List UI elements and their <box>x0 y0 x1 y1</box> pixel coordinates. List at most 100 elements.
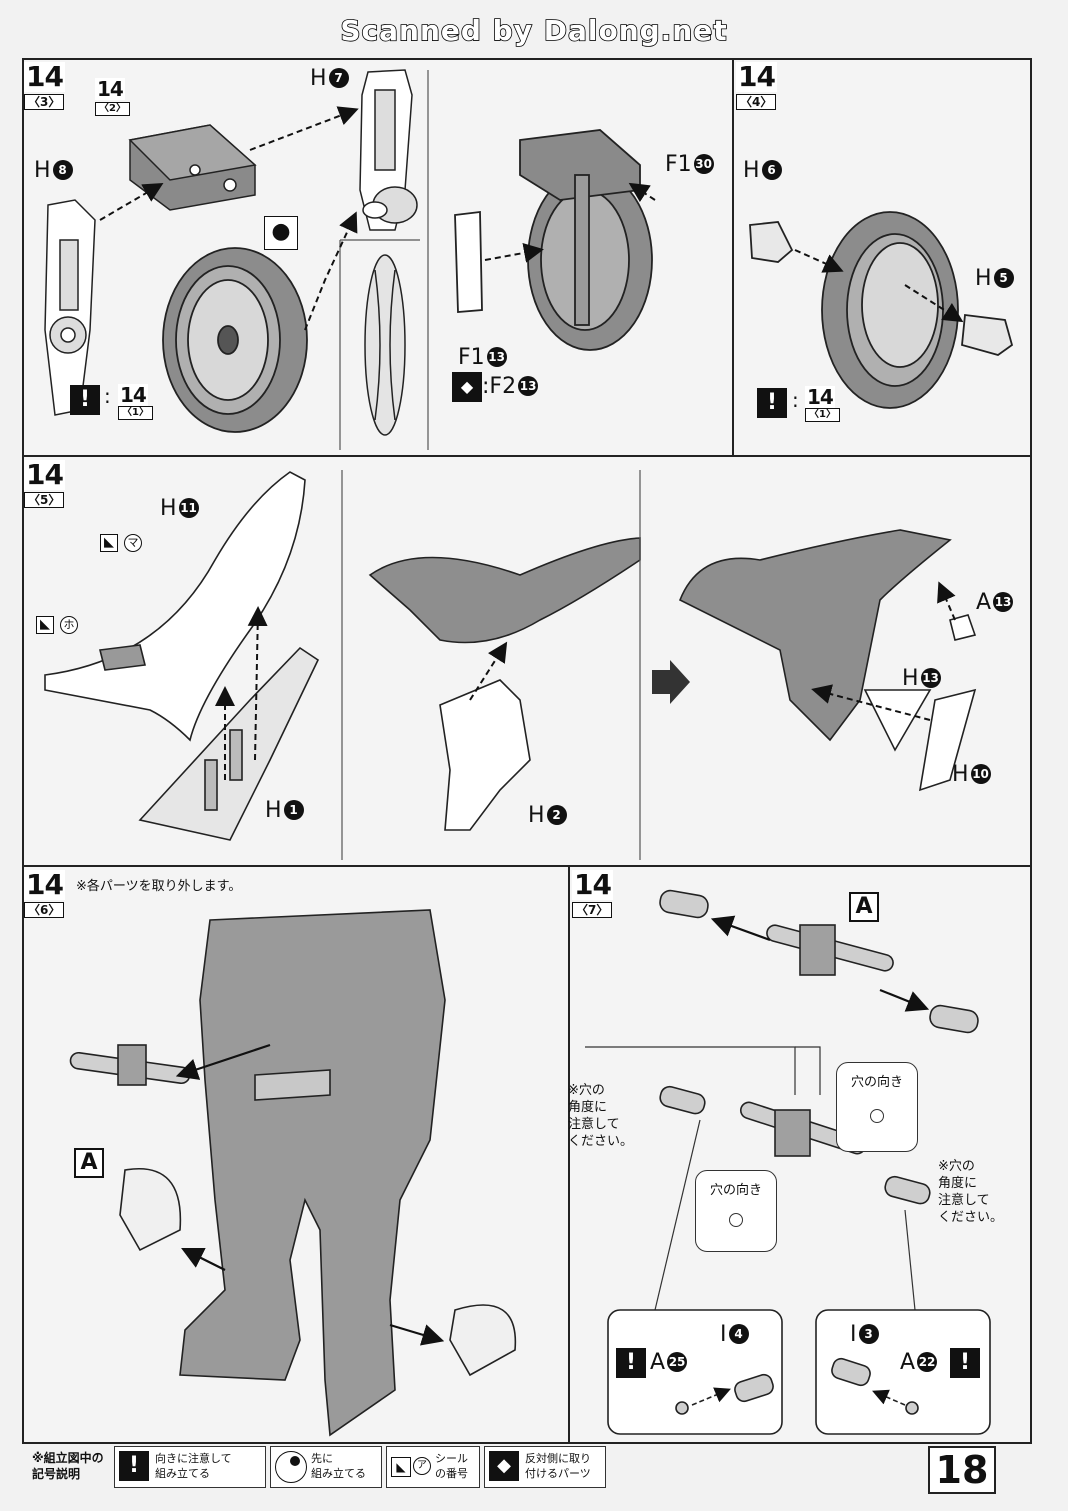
legend-item-orientation: ! 向きに注意して 組み立てる <box>114 1446 266 1488</box>
hole-direction-label: 穴の向き <box>850 1075 903 1090</box>
hole-direction-label: 穴の向き <box>709 1183 762 1198</box>
colon-mark: : <box>104 384 111 408</box>
step4-warn-ref-sub: 〈1〉 <box>805 408 840 422</box>
handlebar-step6-drawing <box>69 1044 191 1086</box>
seal-mark-ma: マ <box>124 534 142 552</box>
seal-number-mark: ア <box>413 1457 431 1475</box>
tire-side-drawing <box>364 254 406 436</box>
seat-h1-drawing <box>138 646 320 841</box>
legend-item-opposite-side: ◆ 反対側に取り 付けるパーツ <box>484 1446 606 1488</box>
step6-number: 14 <box>24 868 65 901</box>
seal-icon: ◣ <box>391 1457 411 1477</box>
step7-detail-right <box>815 1309 991 1435</box>
step6-arrows <box>175 1043 445 1346</box>
step7-arrows-top <box>710 915 930 1012</box>
wheel-step4-drawing <box>749 211 1014 409</box>
seat-right-drawing <box>678 529 977 792</box>
legend-title: ※組立図中の 記号説明 <box>32 1451 104 1481</box>
cap-step6-drawing <box>119 1168 517 1377</box>
exclamation-icon: ! <box>119 1451 149 1481</box>
hole-icon <box>870 1109 884 1123</box>
legend-item-seal: ◣ ア シール の番号 <box>386 1446 480 1488</box>
exclamation-icon: ! <box>757 388 787 418</box>
step6-note: ※各パーツを取り外します。 <box>76 879 242 894</box>
legend-item-assemble-first: 先に 組み立てる <box>270 1446 382 1488</box>
exclamation-icon: ! <box>616 1348 646 1378</box>
exclamation-icon: ! <box>70 385 100 415</box>
legend-item-text: 向きに注意して 組み立てる <box>155 1452 232 1480</box>
step4-arrows <box>794 249 964 323</box>
hole-angle-note-left: ※穴の 角度に 注意して ください。 <box>568 1083 634 1149</box>
step3-warn-ref-sub: 〈1〉 <box>118 406 153 420</box>
step4-warn-ref-number: 14 <box>805 385 835 409</box>
step4-sub: 〈4〉 <box>736 94 777 110</box>
handlebar-step7-top-drawing <box>659 889 979 1034</box>
divider-row1 <box>22 455 1030 457</box>
step7-bracket-lines <box>585 1046 916 1311</box>
figure-body-drawing <box>179 909 446 1437</box>
opposite-side-icon: ◆ <box>452 372 482 402</box>
step5-number: 14 <box>24 458 65 491</box>
label-a-top: A <box>849 892 879 922</box>
colon-mark: : <box>792 388 799 412</box>
seal-mark-ho: ホ <box>60 616 78 634</box>
first-assemble-icon <box>275 1451 307 1483</box>
seat-h11-drawing <box>44 471 306 742</box>
wheel-left-drawing <box>162 247 308 433</box>
divider-step3-4 <box>732 58 734 456</box>
wheel-assembled-drawing <box>454 129 653 351</box>
step7-number: 14 <box>572 868 613 901</box>
step6-sub: 〈6〉 <box>24 902 65 918</box>
symbol-legend: ※組立図中の 記号説明 ! 向きに注意して 組み立てる 先に 組み立てる ◣ ア… <box>22 1446 606 1488</box>
step5-sub: 〈5〉 <box>24 492 65 508</box>
hole-direction-callout-left: 穴の向き <box>695 1170 777 1252</box>
step3-warn-ref-number: 14 <box>118 383 148 407</box>
h8-fork-drawing <box>44 199 96 416</box>
first-assemble-icon: ● <box>264 216 298 250</box>
hole-direction-callout-top: 穴の向き <box>836 1062 918 1152</box>
bracket-block-drawing <box>128 124 257 211</box>
step3-ref-number: 14 <box>95 77 125 101</box>
h7-fork-drawing <box>359 69 418 231</box>
legend-item-text: 反対側に取り 付けるパーツ <box>525 1452 591 1480</box>
step3-sub: 〈3〉 <box>24 94 65 110</box>
hole-angle-note-right: ※穴の 角度に 注意して ください。 <box>938 1159 1004 1225</box>
seal-icon: ◣ <box>100 534 118 552</box>
divider-step6-7 <box>568 866 570 1442</box>
step5-arrows <box>215 581 956 780</box>
legend-item-text: 先に 組み立てる <box>311 1452 366 1480</box>
step3-arrows <box>99 106 656 331</box>
step3-subdividers <box>339 70 429 450</box>
divider-row2 <box>22 865 1030 867</box>
step5-subdividers <box>341 470 641 860</box>
opposite-side-icon: ◆ <box>489 1451 519 1481</box>
seat-middle-drawing <box>368 537 641 831</box>
step3-number: 14 <box>24 60 65 93</box>
step4-number: 14 <box>736 60 777 93</box>
label-a-left: A <box>74 1148 104 1178</box>
handlebar-step7-mid-drawing <box>659 1085 931 1205</box>
exclamation-icon: ! <box>950 1348 980 1378</box>
step7-sub: 〈7〉 <box>572 902 613 918</box>
step3-ref-sub: 〈2〉 <box>95 102 130 116</box>
hole-icon <box>729 1213 743 1227</box>
scan-banner: Scanned by Dalong.net <box>340 13 728 48</box>
